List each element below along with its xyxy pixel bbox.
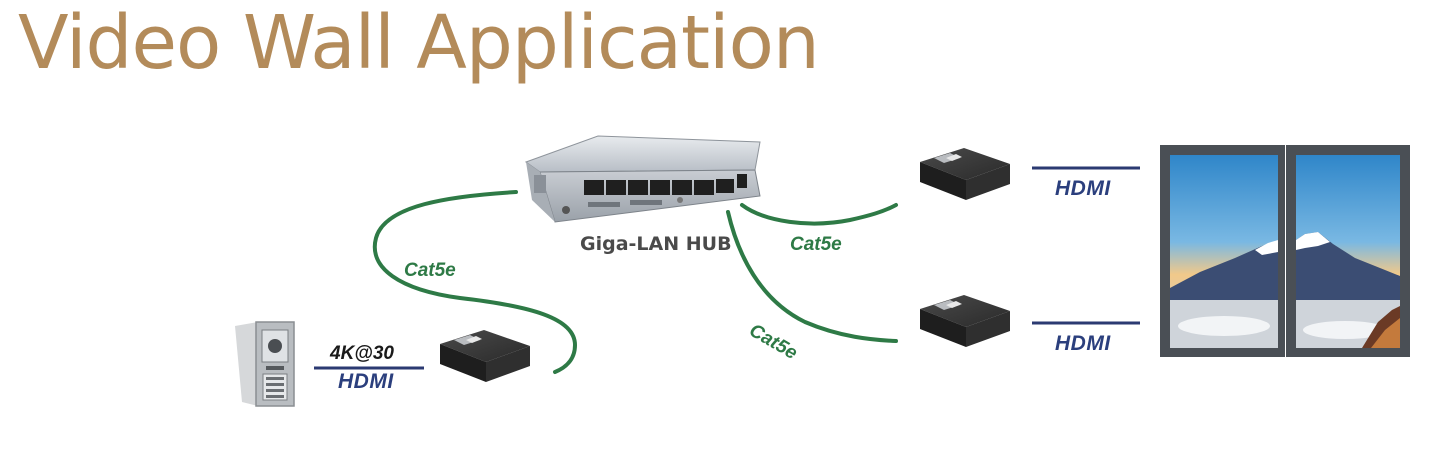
cat5e-label-left: Cat5e (404, 260, 456, 281)
cat5e-label-right-top: Cat5e (790, 234, 842, 255)
resolution-label: 4K@30 (330, 343, 394, 364)
hdmi-label-source: HDMI (338, 370, 394, 393)
hub-label: Giga-LAN HUB (580, 233, 732, 255)
source-device-image (235, 321, 295, 407)
video-wall-image (1160, 145, 1410, 357)
cable-hub-to-transmitter (372, 190, 578, 374)
hdmi-label-rx-bottom: HDMI (1055, 332, 1111, 355)
hdmi-label-rx-top: HDMI (1055, 177, 1111, 200)
cable-hub-to-receiver-bottom (726, 210, 898, 343)
page-title: Video Wall Application (18, 0, 820, 86)
transmitter-extender-image (440, 330, 530, 382)
giga-lan-hub-image (524, 135, 761, 223)
cable-hub-to-receiver-top (740, 203, 898, 226)
receiver-extender-top-image (920, 148, 1010, 200)
receiver-extender-bottom-image (920, 295, 1010, 347)
